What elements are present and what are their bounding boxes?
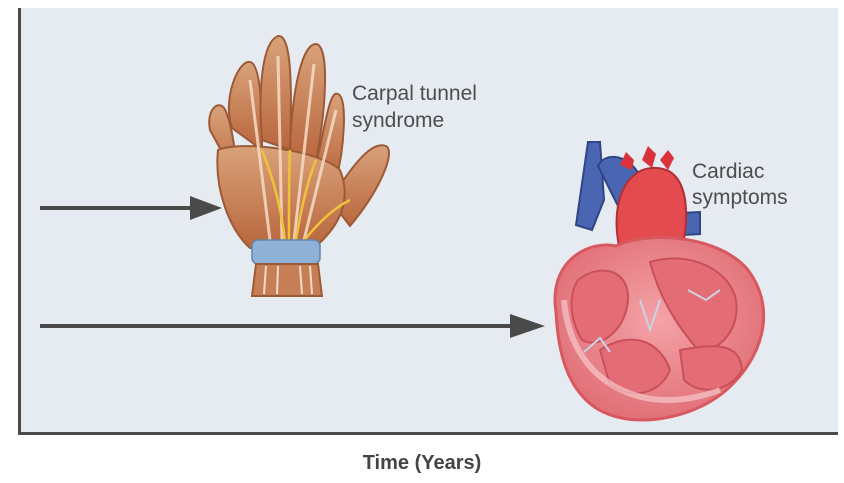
x-axis-label: Time (Years) xyxy=(0,452,844,475)
arrow-to-heart xyxy=(40,314,545,338)
cardiac-symptoms-label-line1: Cardiac xyxy=(692,160,764,184)
arrow-to-hand xyxy=(40,196,222,220)
cardiac-symptoms-label-line2: symptoms xyxy=(692,186,788,210)
carpal-tunnel-label-line2: syndrome xyxy=(352,109,444,133)
hand-illustration xyxy=(209,36,389,296)
carpal-tunnel-label-line1: Carpal tunnel xyxy=(352,82,477,106)
